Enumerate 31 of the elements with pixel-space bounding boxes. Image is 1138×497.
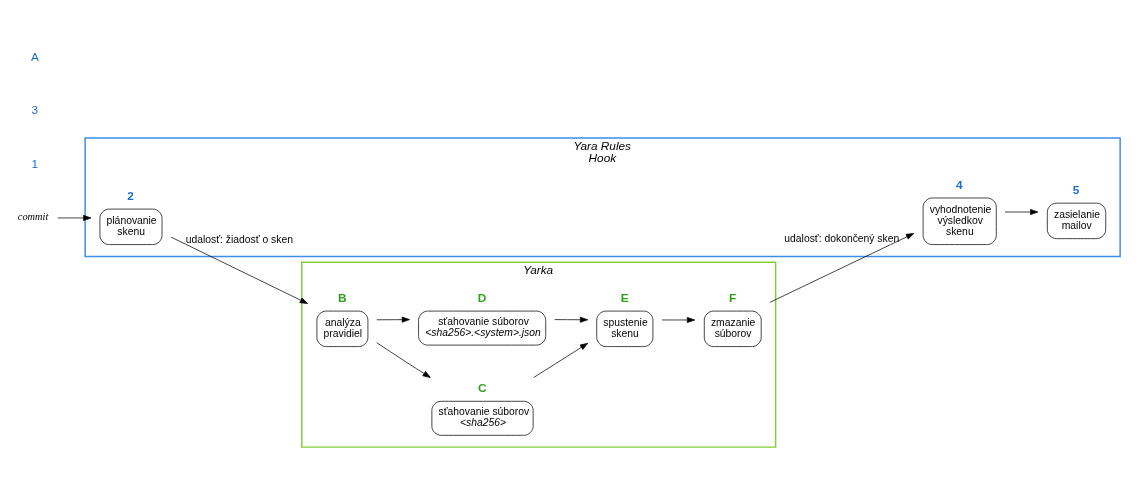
arrow — [1004, 208, 1039, 215]
arrow — [170, 236, 308, 304]
node-box: zmazanie súborov — [703, 310, 762, 347]
node-label: C — [478, 380, 487, 395]
node-box: zasielanie mailov — [1046, 202, 1107, 239]
node-label: 5 — [1072, 182, 1080, 197]
edge-label: udalosť: dokončený sken — [784, 232, 900, 244]
node-label: 4 — [956, 177, 963, 192]
node-box: plánovanie skenu — [99, 208, 163, 245]
node-label: B — [337, 290, 347, 305]
label: 3 — [31, 102, 39, 117]
label: A — [30, 49, 39, 64]
arrow — [376, 316, 410, 323]
arrow — [554, 316, 589, 323]
label: 1 — [31, 156, 39, 171]
node-box: sťahovanie súborov <sha256> — [431, 400, 534, 436]
arrow — [661, 316, 696, 323]
edge-label: udalosť: žiadosť o sken — [185, 233, 293, 245]
node-label: F — [729, 290, 737, 305]
arrow — [57, 214, 92, 221]
arrow — [533, 342, 589, 378]
node-label: 2 — [127, 188, 134, 203]
arrow — [376, 341, 431, 378]
arrow — [769, 232, 915, 303]
node-text: commit — [17, 210, 49, 222]
node-box: vyhodnotenie výsledkov skenu — [922, 197, 997, 245]
node-box: analýza pravidiel — [316, 310, 369, 347]
node-box: spustenie skenu — [596, 310, 654, 347]
node-label: E — [620, 290, 629, 305]
node-box: sťahovanie súborov <sha256>.<system>.json — [418, 310, 547, 345]
node-label: D — [477, 290, 487, 305]
